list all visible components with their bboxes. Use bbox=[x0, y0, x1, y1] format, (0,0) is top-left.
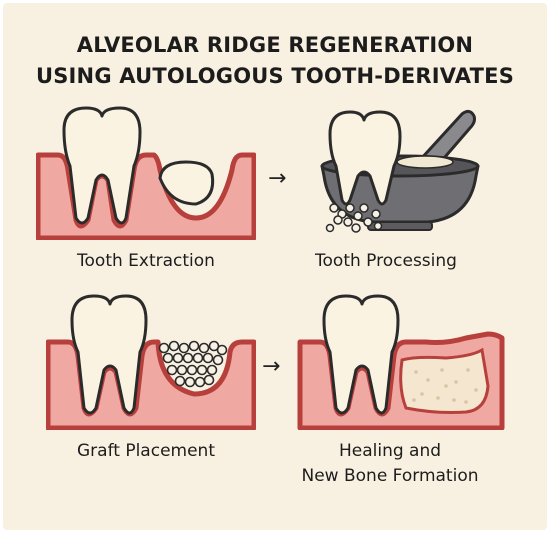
diagram-background bbox=[3, 3, 547, 530]
caption-tooth-extraction: Tooth Extraction bbox=[77, 251, 215, 271]
caption-tooth-processing: Tooth Processing bbox=[315, 251, 457, 271]
caption-graft-placement: Graft Placement bbox=[77, 441, 215, 461]
caption-healing-line-1: Healing and bbox=[338, 441, 442, 461]
caption-healing: Healing and New Bone Formation bbox=[290, 439, 490, 489]
tooth-icon bbox=[70, 294, 148, 415]
arrow-to-healing: → bbox=[262, 354, 281, 379]
panel-graft-placement bbox=[46, 294, 256, 430]
diagram-title: ALVEOLAR RIDGE REGENERATION USING AUTOLO… bbox=[0, 30, 550, 92]
extraction-socket-tooth bbox=[158, 160, 215, 206]
bone-graft-granules-icon bbox=[158, 340, 228, 388]
tooth-icon bbox=[322, 294, 400, 415]
tooth-icon bbox=[328, 110, 402, 206]
new-bone-region bbox=[399, 347, 490, 414]
title-line-2: USING AUTOLOGOUS TOOTH-DERIVATES bbox=[35, 64, 515, 88]
caption-healing-line-2: New Bone Formation bbox=[301, 466, 479, 486]
title-line-1: ALVEOLAR RIDGE REGENERATION bbox=[76, 33, 474, 57]
panel-tooth-processing bbox=[320, 109, 480, 233]
panel-healing-bone-formation bbox=[297, 294, 505, 430]
tooth-icon bbox=[62, 106, 142, 225]
arrow-to-processing: → bbox=[268, 166, 287, 191]
panel-tooth-extraction bbox=[36, 106, 256, 240]
gum-tissue bbox=[36, 152, 256, 240]
bone-graft-granules-icon bbox=[325, 203, 383, 233]
